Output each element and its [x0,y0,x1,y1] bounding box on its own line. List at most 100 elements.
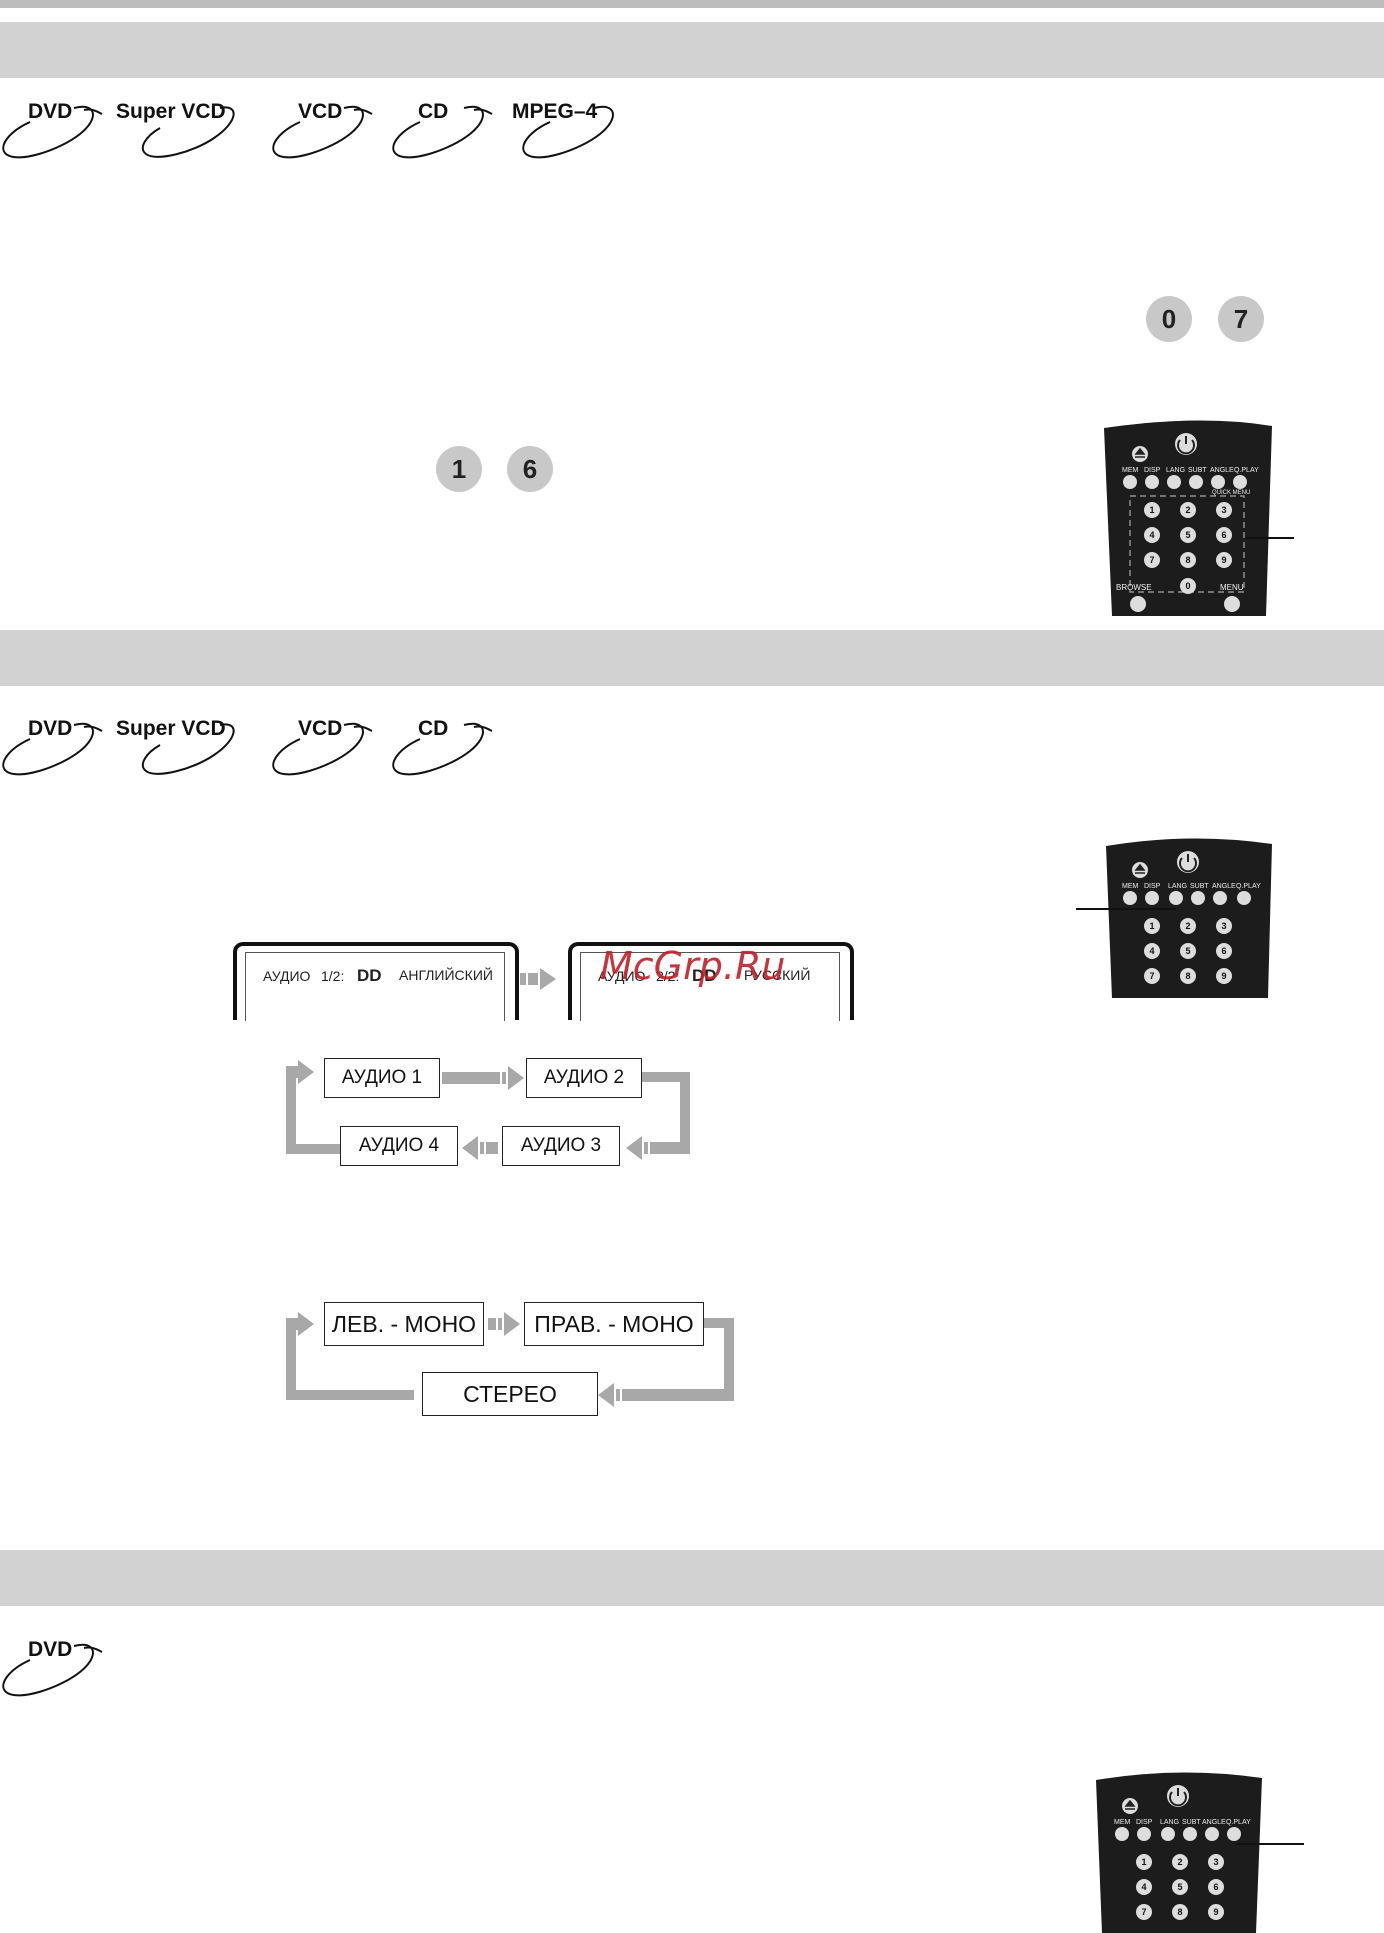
osd-screen-2: АУДИО 2/2: DD РУССКИЙ [568,942,854,1021]
arrow-left-icon [598,1383,734,1407]
remote-digit: 4 [1149,530,1154,540]
remote-label: SUBT [1190,883,1209,890]
osd-track: 1/2: [321,968,345,984]
cycle-connector [286,1390,414,1400]
remote-label: MEM [1114,1819,1131,1826]
callout-line [1246,537,1294,539]
remote-digit: 1 [1149,505,1154,515]
osd-screen-1: АУДИО 1/2: DD АНГЛИЙСКИЙ [233,942,519,1021]
disc-logo-super-vcd: Super VCD [116,100,236,180]
remote-label: MENU [1220,583,1244,592]
cycle-connector [642,1072,690,1082]
osd-audio-label: АУДИО [598,968,646,984]
disc-logo-cd: CD [390,100,510,180]
cycle-connector [724,1318,734,1400]
audio-cycle-item-2: АУДИО 2 [526,1058,642,1098]
section-header-band-1 [0,22,1384,78]
disc-label: Super VCD [116,100,226,123]
remote-label: DISP [1144,467,1161,474]
mono-cycle-item-stereo: СТЕРЕО [422,1372,598,1416]
disc-logo-dvd: DVD [0,100,120,180]
remote-label: DISP [1136,1819,1153,1826]
remote-digit: 9 [1221,555,1226,565]
remote-label: MEM [1122,467,1139,474]
remote-digit: 7 [1149,555,1154,565]
cycle-connector [286,1144,340,1154]
remote-label: SUBT [1182,1819,1201,1826]
remote-label: SUBT [1188,467,1207,474]
top-rule [0,0,1384,8]
osd-audio-label: АУДИО [263,968,311,984]
osd-inner-frame [580,952,840,1021]
remote-label: MEM [1122,883,1139,890]
remote-digit: 3 [1221,505,1226,515]
remote-control-icon: MEM DISP LANG SUBT ANGLE Q.PLAY 1 2 3 4 … [1096,1772,1262,1933]
mono-cycle-item-right: ПРАВ. - МОНО [524,1302,704,1346]
disc-label: VCD [298,717,343,740]
remote-label: Q.PLAY [1234,467,1259,474]
remote-label: ANGLE [1202,1819,1226,1826]
remote-digit: 8 [1185,971,1190,981]
arrow-left-icon [462,1136,498,1160]
dolby-icon: DD [692,966,717,985]
section-header-band-2 [0,630,1384,686]
cycle-connector [286,1072,296,1154]
arrow-left-icon [626,1136,690,1160]
disc-logo-dvd: DVD [0,717,120,797]
remote-label: LANG [1168,883,1187,890]
remote-digit: 9 [1221,971,1226,981]
disc-label: Super VCD [116,717,226,740]
audio-cycle-item-1: АУДИО 1 [324,1058,440,1098]
remote-digit: 7 [1149,971,1154,981]
remote-control-icon: MEM DISP LANG SUBT ANGLE Q.PLAY 1 2 3 4 … [1106,838,1272,998]
section-header-band-3 [0,1550,1384,1606]
remote-digit: 2 [1177,1857,1182,1867]
disc-logo-cd: CD [390,717,510,797]
remote-digit: 5 [1185,530,1190,540]
remote-digit: 3 [1213,1857,1218,1867]
osd-language: РУССКИЙ [744,967,811,983]
remote-label: LANG [1160,1819,1179,1826]
audio-cycle-item-3: АУДИО 3 [502,1126,620,1166]
remote-digit: 8 [1177,1907,1182,1917]
disc-logo-mpeg4: MPEG–4 [512,100,632,180]
arrow-right-icon [286,1060,314,1084]
osd-track: 2/2: [656,968,680,984]
osd-language: АНГЛИЙСКИЙ [399,967,493,983]
remote-digit: 9 [1213,1907,1218,1917]
remote-digit: 6 [1221,530,1226,540]
mono-cycle-item-left: ЛЕВ. - МОНО [324,1302,484,1346]
watermark: McGrp.Ru [600,944,786,988]
remote-label: BROWSE [1116,583,1152,592]
remote-digit: 4 [1141,1882,1146,1892]
remote-digit: 2 [1185,921,1190,931]
arrow-right-icon [442,1066,524,1090]
remote-digit: 1 [1141,1857,1146,1867]
disc-label: DVD [28,717,73,740]
digit-button-icon: 7 [1218,296,1264,342]
dolby-icon: DD [357,966,382,985]
remote-control-icon: MEM DISP LANG SUBT ANGLE Q.PLAY QUICK ME… [1104,420,1272,616]
remote-label: ANGLE [1210,467,1234,474]
digit-button-icon: 1 [436,446,482,492]
osd-inner-frame [245,952,505,1021]
callout-line [1076,908,1176,910]
remote-label: Q.PLAY [1226,1819,1251,1826]
remote-digit: 8 [1185,555,1190,565]
cycle-connector [704,1318,734,1328]
remote-digit: 1 [1149,921,1154,931]
remote-digit: 0 [1185,581,1190,591]
disc-label: VCD [298,100,343,123]
remote-digit: 6 [1213,1882,1218,1892]
remote-label: QUICK MENU [1212,490,1250,496]
remote-digit: 7 [1141,1907,1146,1917]
remote-digit: 6 [1221,946,1226,956]
arrow-right-icon [520,968,556,990]
remote-label: DISP [1144,883,1161,890]
remote-digit: 5 [1185,946,1190,956]
digit-button-icon: 0 [1146,296,1192,342]
remote-digit: 4 [1149,946,1154,956]
disc-label: DVD [28,100,73,123]
remote-digit: 5 [1177,1882,1182,1892]
disc-label: CD [418,717,449,740]
